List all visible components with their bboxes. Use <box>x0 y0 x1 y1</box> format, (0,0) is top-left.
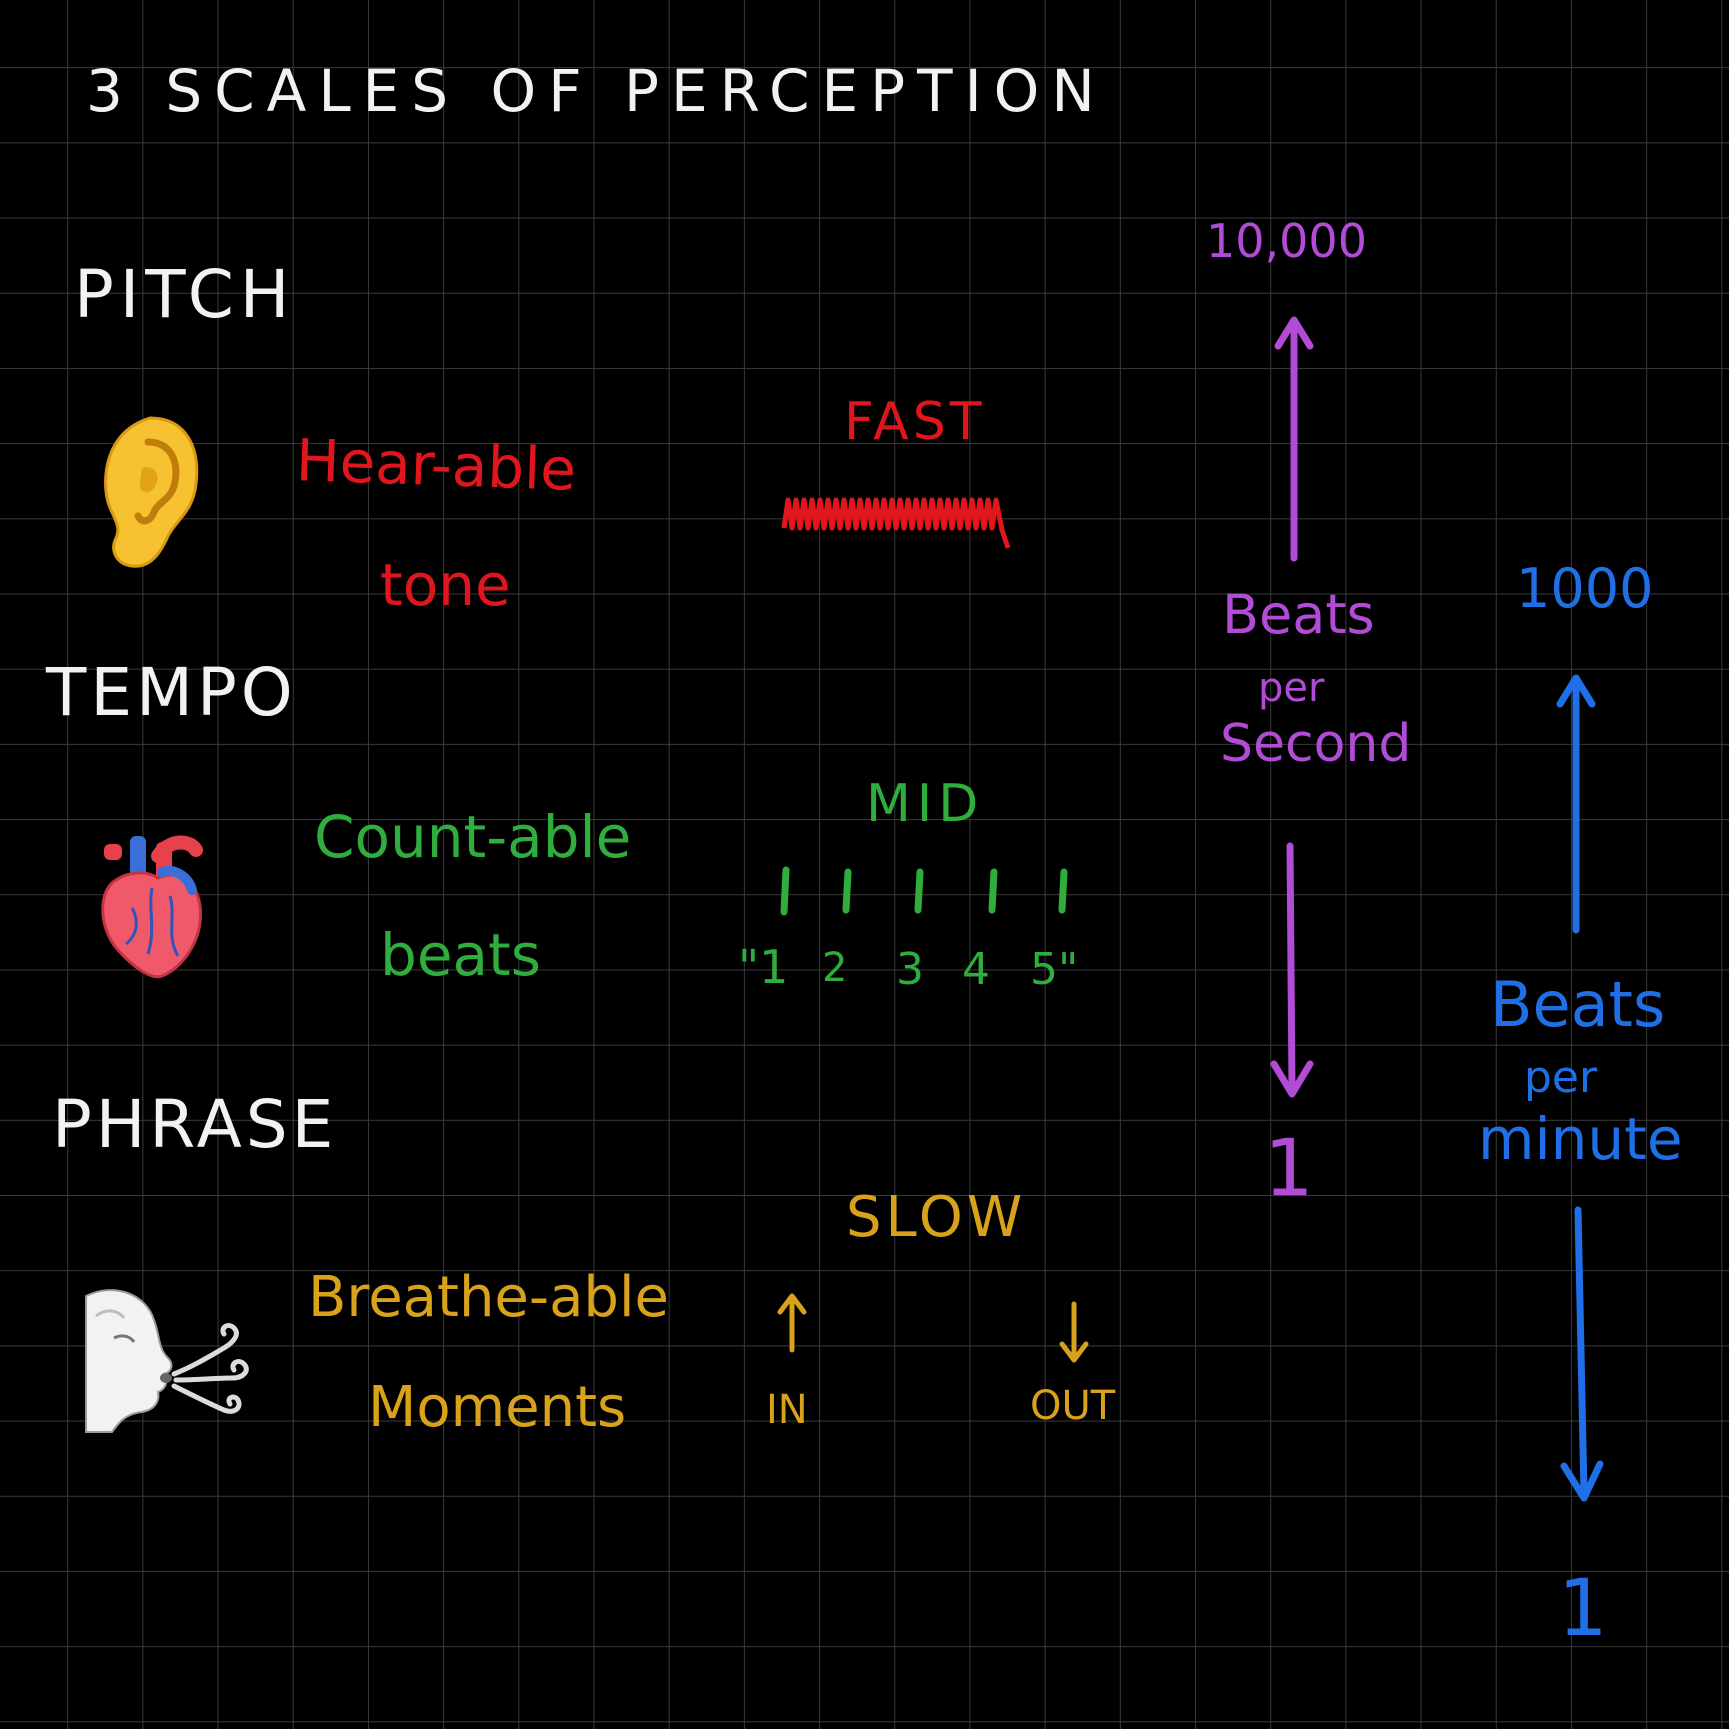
scale-1-bottom-value: 1 <box>1264 1124 1314 1214</box>
beat-tick-marks <box>780 866 1068 916</box>
row-label-pitch: PITCH <box>74 256 296 333</box>
scale-1-unit-line-2: per <box>1258 665 1325 711</box>
breath-out-label: OUT <box>1030 1383 1116 1429</box>
speed-label-slow: SLOW <box>846 1185 1027 1250</box>
scale-1-unit-line-1: Beats <box>1222 583 1375 646</box>
row-label-phrase: PHRASE <box>52 1086 338 1163</box>
scale-1-unit-line-3: Second <box>1220 714 1412 774</box>
phrase-description-line-1: Breathe-able <box>308 1265 669 1330</box>
scale-2-unit-line-2: per <box>1524 1052 1598 1103</box>
scale-2-unit-line-1: Beats <box>1490 968 1666 1041</box>
fast-waveform <box>781 497 1011 549</box>
scale-2-unit-line-3: minute <box>1478 1105 1683 1173</box>
tempo-description-line-2: beats <box>380 921 542 989</box>
count-tick-1: "1 <box>738 940 789 994</box>
scale-2-top-value: 1000 <box>1516 557 1654 620</box>
scale-1-arrows <box>1270 316 1314 1098</box>
pitch-description-line-2: tone <box>380 551 511 619</box>
scale-2-bottom-value: 1 <box>1558 1564 1608 1654</box>
ear-icon <box>104 416 199 568</box>
breath-in-label: IN <box>766 1387 808 1433</box>
speed-label-mid: MID <box>866 774 985 834</box>
count-tick-3: 3 <box>896 944 924 995</box>
count-tick-5: 5" <box>1030 944 1079 995</box>
breath-arrows <box>777 1293 1089 1363</box>
count-tick-2: 2 <box>822 945 848 991</box>
count-tick-4: 4 <box>962 944 990 995</box>
row-label-tempo: TEMPO <box>46 654 297 731</box>
page-title: 3 SCALES OF PERCEPTION <box>86 57 1107 125</box>
scale-2-arrows <box>1556 674 1604 1502</box>
anatomical-heart-icon <box>101 835 203 979</box>
phrase-description-line-2: Moments <box>368 1375 627 1440</box>
tempo-description-line-1: Count-able <box>314 803 632 871</box>
scale-1-top-value: 10,000 <box>1206 214 1367 268</box>
speed-label-fast: FAST <box>844 392 986 452</box>
wind-face-icon <box>85 1289 249 1433</box>
